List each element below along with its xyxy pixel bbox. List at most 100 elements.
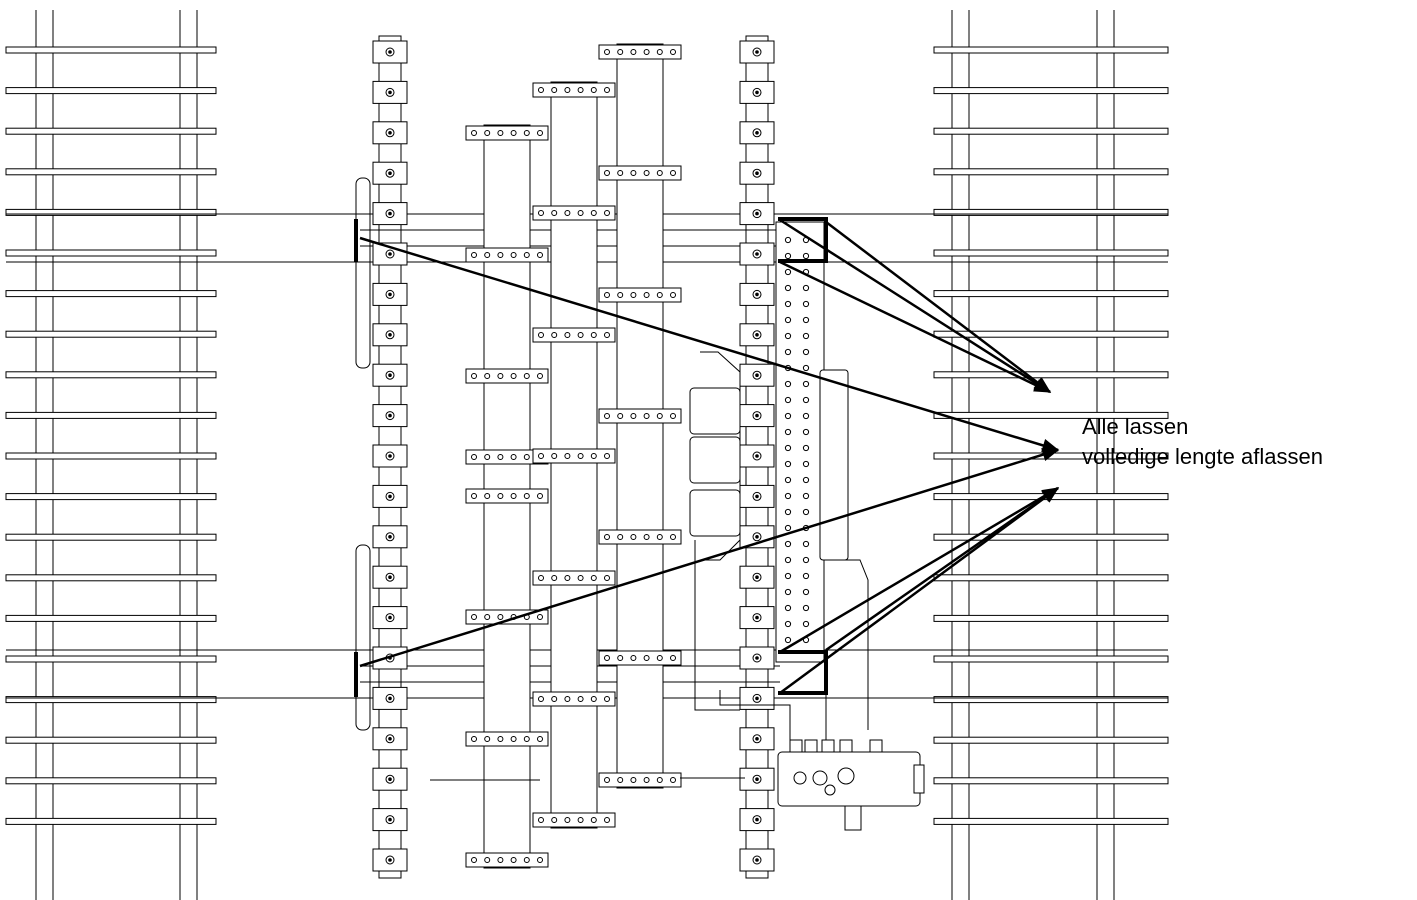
left-rail-rung [5, 208, 217, 216]
weld-right-lower [778, 650, 828, 695]
plate-b-bolt [538, 696, 544, 702]
left-rail-rung [5, 168, 217, 176]
panel-hole [802, 300, 810, 308]
plate-c-bolt-strip [598, 650, 682, 666]
left-rail-rung [5, 127, 217, 135]
plate-a-bolt [523, 736, 530, 742]
plate-a-bolt [537, 252, 543, 258]
plate-a-bolt [537, 130, 543, 136]
plate-b-bolt [551, 817, 558, 823]
fitting [839, 739, 853, 753]
panel-hole [802, 540, 810, 548]
clamp-left-pin [388, 211, 392, 216]
plate-a-bolt [497, 857, 504, 863]
clamp-columns [355, 35, 775, 879]
plate-a-bolt [537, 736, 543, 742]
plate-c-bolt [656, 292, 663, 298]
mounting-plates [465, 43, 825, 869]
clamp-left-pin [388, 413, 392, 418]
right-rail-rung [933, 330, 1169, 338]
clamp-left-pin [388, 171, 392, 175]
left-rail-rung [5, 777, 217, 785]
plate-c-bolt-strip [598, 287, 682, 303]
plate-a-bolt [523, 130, 530, 136]
left-rail-rung [5, 87, 217, 95]
plate-c-bolt [630, 292, 637, 298]
plate-c-bolt [643, 49, 650, 55]
left-rail-rung [5, 614, 217, 622]
right-rail-rung [933, 655, 1169, 663]
plate-a-bolt [523, 373, 530, 379]
clamp-left-pin [388, 615, 392, 620]
plate-c-bolt [656, 170, 663, 176]
plate-a-bolt [497, 493, 504, 499]
plate-b-bolt [604, 453, 610, 459]
panel-hole [802, 492, 810, 500]
plate-c-bolt-strip [598, 772, 682, 788]
clamp-left-pin [388, 696, 392, 701]
plate-a-bolt [471, 130, 477, 136]
plate-a-bolt [510, 252, 517, 258]
plate-a-bolt-strip [465, 488, 549, 504]
plate-c-bolt [656, 49, 663, 55]
right-rail-rung [933, 87, 1169, 95]
plate-b-bolt-strip [532, 205, 616, 221]
plate-c-bolt [656, 777, 663, 783]
panel-hole [802, 332, 810, 340]
clamp-left-pin [388, 494, 392, 499]
panel-hole [784, 380, 792, 388]
plate-b-bolt [590, 696, 597, 702]
plate-c-bolt [670, 292, 676, 298]
panel-hole [784, 252, 792, 260]
plate-b-bolt [577, 696, 584, 702]
plate-a-bolt [484, 736, 491, 742]
plate-b-bolt [564, 210, 571, 216]
panel-hole [802, 348, 810, 356]
right-rail-rung [933, 614, 1169, 622]
fitting [869, 739, 883, 753]
drain-plug [844, 805, 862, 831]
valve-block [689, 387, 741, 435]
plate-c-bolt [617, 777, 624, 783]
left-rail-rung [5, 249, 217, 257]
plate-a-bolt-strip [465, 368, 549, 384]
plate-c-bolt [630, 534, 637, 540]
plate-b-bolt [590, 575, 597, 581]
plate-b-bolt [577, 817, 584, 823]
callout-arrow [825, 221, 1051, 393]
panel-hole [784, 492, 792, 500]
panel-hole [784, 524, 792, 532]
panel-hole [802, 284, 810, 292]
left-rail-rung [5, 574, 217, 582]
panel-hole [784, 332, 792, 340]
panel-hole [784, 236, 792, 244]
plate-a-bolt [537, 614, 543, 620]
clamp-right-pin [755, 373, 759, 378]
right-rail-rung [933, 290, 1169, 298]
clamp-right-pin [755, 615, 759, 620]
plate-b-bolt [564, 696, 571, 702]
plate-b-bolt [564, 87, 571, 93]
clamp-left-pin [388, 131, 392, 135]
fitting [821, 739, 835, 753]
left-rail-rung [5, 696, 217, 704]
plate-b-bolt [551, 696, 558, 702]
right-rail-rung [933, 736, 1169, 744]
panel-hole [784, 316, 792, 324]
plate-b-bolt [551, 575, 558, 581]
plate-b-bolt [564, 575, 571, 581]
plate-c-bolt [656, 655, 663, 661]
hose [830, 559, 869, 730]
callout-arrow [779, 486, 1059, 654]
plate-b-bolt [564, 453, 571, 459]
plate-a-bolt [537, 493, 543, 499]
panel-hole [784, 396, 792, 404]
right-rail-rung [933, 249, 1169, 257]
plate-b-bolt [538, 332, 544, 338]
plate-a-bolt [510, 857, 517, 863]
plate-c-bolt [670, 534, 676, 540]
clamp-left-pin [388, 737, 392, 741]
clamp-left-pin [388, 292, 392, 297]
plate-a-bolt [484, 614, 491, 620]
